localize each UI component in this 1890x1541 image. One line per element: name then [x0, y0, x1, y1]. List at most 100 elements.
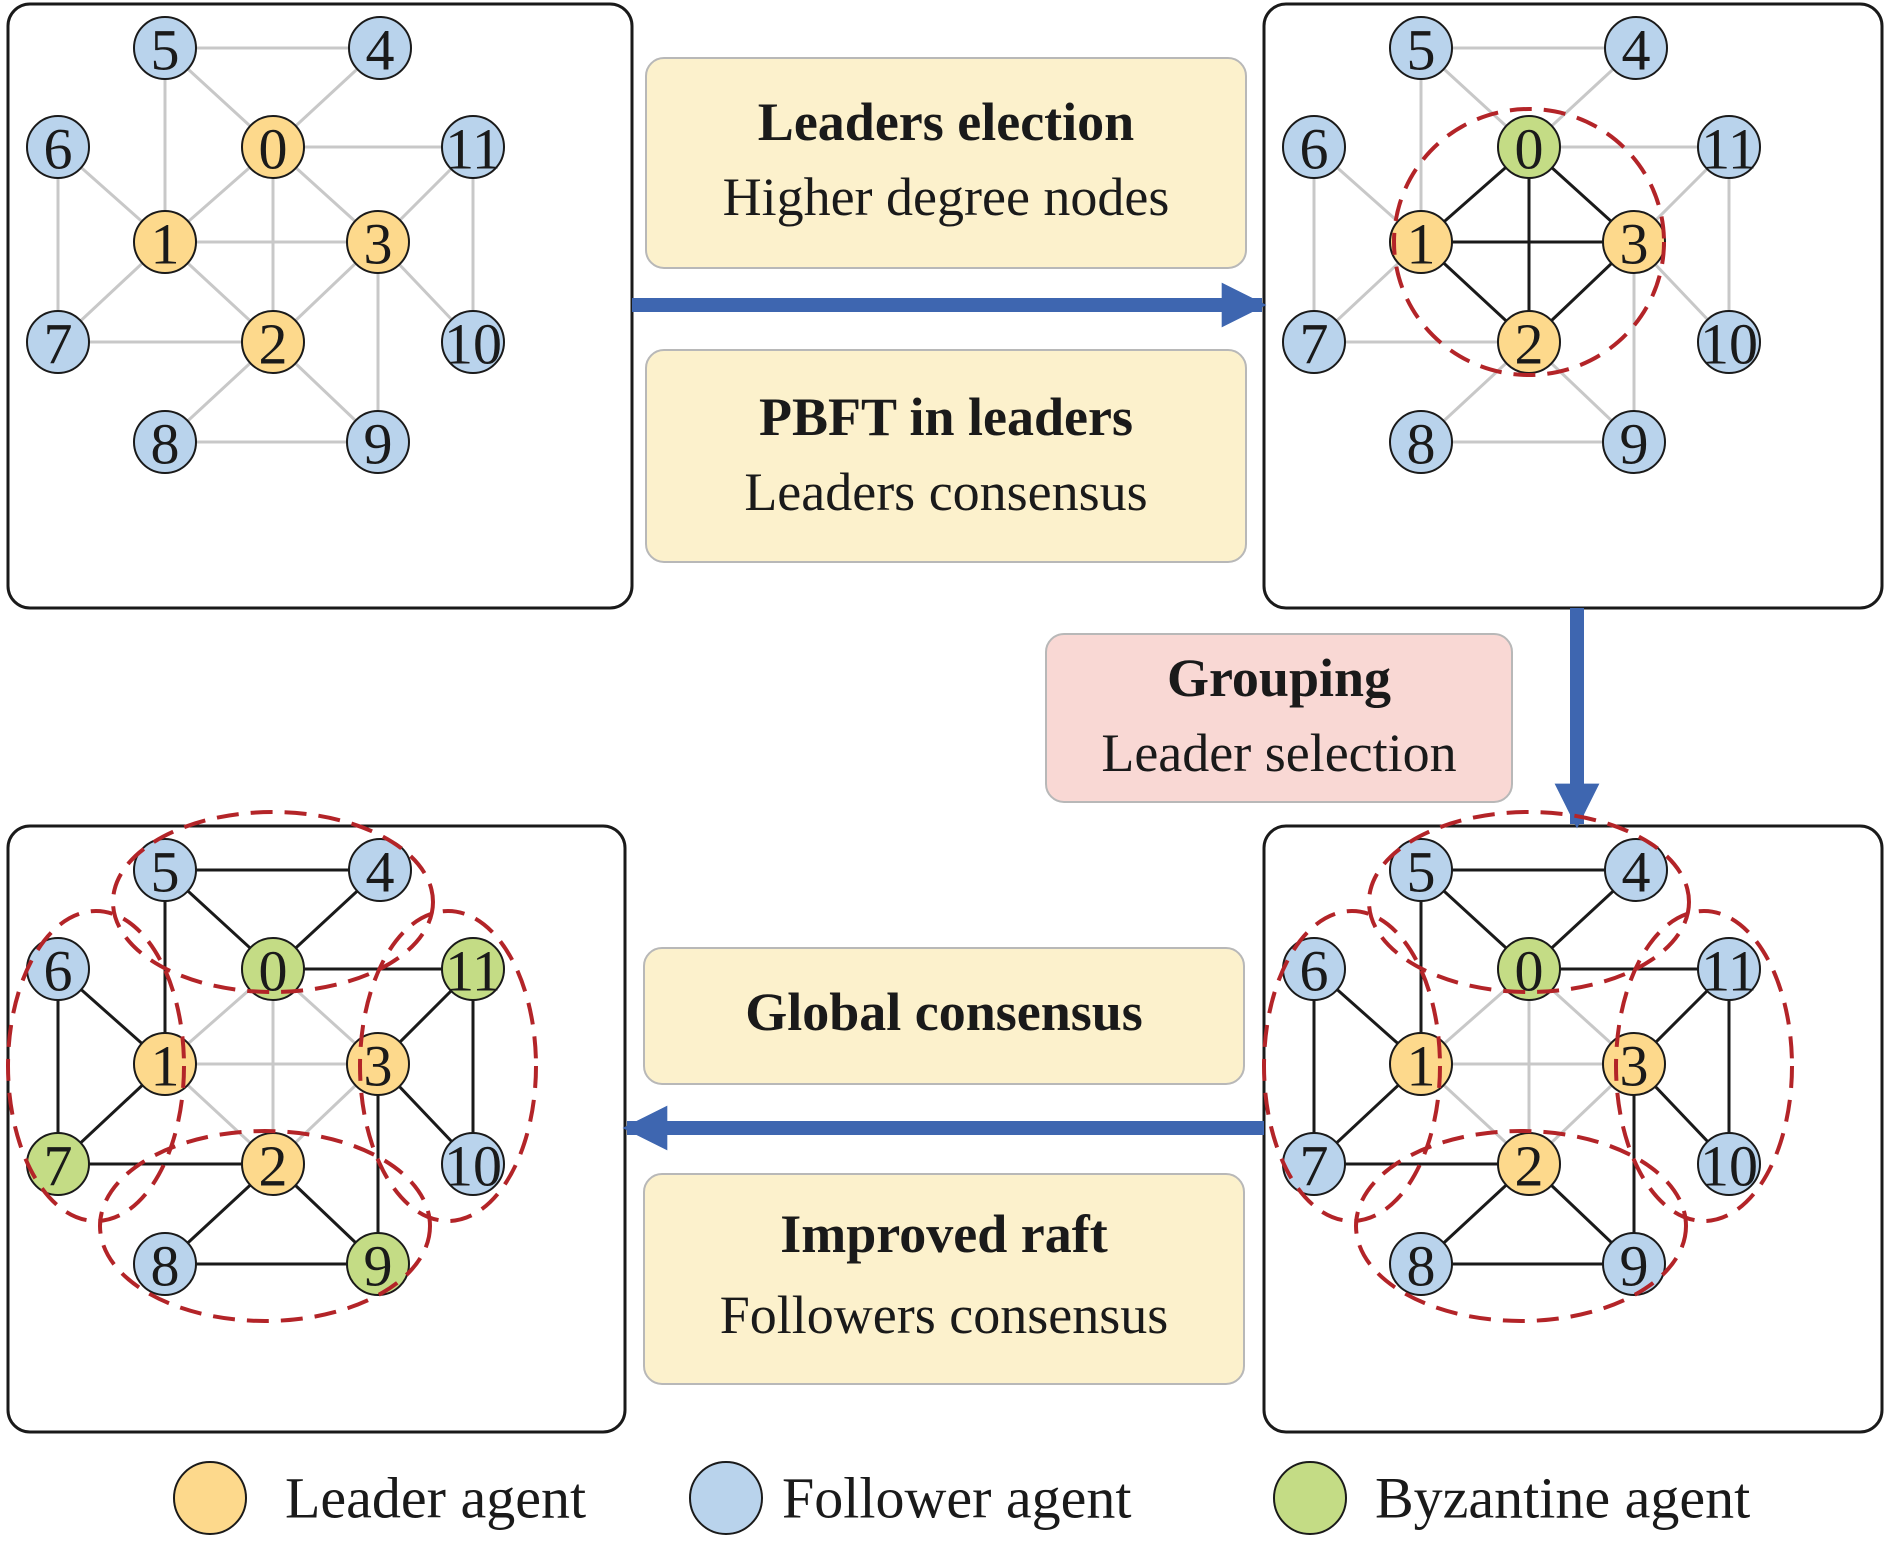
node-10: 10 [441, 310, 505, 377]
node-8: 8 [133, 1232, 197, 1299]
node-8: 8 [1389, 1232, 1453, 1299]
node-label: 11 [445, 117, 501, 182]
node-label: 2 [1515, 312, 1544, 377]
box-global-consensus: Global consensus [643, 947, 1245, 1085]
node-label: 0 [1515, 117, 1544, 182]
node-label: 6 [1300, 939, 1329, 1004]
node-11: 11 [1697, 115, 1761, 182]
node-9: 9 [346, 410, 410, 477]
node-0: 0 [1497, 115, 1561, 182]
node-circle-follower [1389, 16, 1453, 80]
node-label: 8 [1407, 412, 1436, 477]
ring-group-1 [6, 909, 186, 1223]
node-label: 5 [1407, 18, 1436, 83]
node-label: 3 [1620, 1034, 1649, 1099]
box-pbft-in-leaders-bg [645, 349, 1247, 563]
ring-group-3 [358, 909, 538, 1223]
node-label: 1 [151, 1034, 180, 1099]
ring-group-2 [98, 1129, 432, 1323]
node-7: 7 [26, 1132, 90, 1199]
node-4: 4 [348, 16, 412, 83]
node-7: 7 [1282, 310, 1346, 377]
node-label: 10 [1700, 1134, 1758, 1199]
box-grouping-bg [1045, 633, 1513, 803]
panel-frame-global-consensus [6, 824, 627, 1434]
node-5: 5 [1389, 838, 1453, 905]
panel-frame-groups-formed [1262, 824, 1884, 1434]
node-label: 6 [1300, 117, 1329, 182]
node-circle-leader [241, 310, 305, 374]
node-circle-follower [1697, 937, 1761, 1001]
node-label: 4 [1622, 840, 1651, 905]
legend-item-follower: Follower agent [689, 1461, 1132, 1535]
box-leaders-election-title: Leaders election [758, 92, 1134, 152]
node-circle-follower [1604, 838, 1668, 902]
node-label: 2 [259, 1134, 288, 1199]
node-4: 4 [1604, 838, 1668, 905]
node-circle-follower [348, 16, 412, 80]
node-circle-follower [1604, 16, 1668, 80]
node-circle-byzantine [441, 937, 505, 1001]
node-circle-byzantine [241, 937, 305, 1001]
box-grouping-title: Grouping [1167, 648, 1391, 708]
node-circle-follower [441, 1132, 505, 1196]
node-0: 0 [241, 115, 305, 182]
node-2: 2 [1497, 310, 1561, 377]
node-circle-follower [1602, 410, 1666, 474]
node-label: 11 [1701, 939, 1757, 1004]
node-8: 8 [1389, 410, 1453, 477]
node-1: 1 [133, 210, 197, 277]
node-4: 4 [348, 838, 412, 905]
box-grouping-subtitle: Leader selection [1101, 723, 1456, 783]
node-6: 6 [1282, 937, 1346, 1004]
box-leaders-election-subtitle: Higher degree nodes [723, 167, 1170, 227]
node-label: 11 [1701, 117, 1757, 182]
node-circle-follower [441, 310, 505, 374]
ring-group-3 [1614, 909, 1794, 1223]
node-6: 6 [1282, 115, 1346, 182]
node-circle-follower [1389, 410, 1453, 474]
node-label: 10 [444, 1134, 502, 1199]
node-label: 10 [1700, 312, 1758, 377]
box-leaders-election-bg [645, 57, 1247, 269]
node-label: 5 [151, 18, 180, 83]
node-label: 3 [1620, 212, 1649, 277]
legend-swatch-leader [173, 1461, 247, 1535]
panel-frame-initial-network [6, 2, 634, 610]
legend-label-follower: Follower agent [782, 1466, 1132, 1531]
box-leaders-election: Leaders election Higher degree nodes [645, 57, 1247, 269]
node-label: 9 [364, 412, 393, 477]
node-circle-follower [133, 838, 197, 902]
node-label: 8 [151, 412, 180, 477]
node-circle-byzantine [346, 1232, 410, 1296]
box-global-consensus-bg [643, 947, 1245, 1085]
node-circle-leader [133, 210, 197, 274]
node-label: 7 [44, 1134, 73, 1199]
legend-label-leader: Leader agent [285, 1466, 586, 1531]
node-circle-follower [26, 310, 90, 374]
node-label: 8 [1407, 1234, 1436, 1299]
node-circle-leader [346, 1032, 410, 1096]
node-1: 1 [1389, 210, 1453, 277]
node-circle-byzantine [1497, 937, 1561, 1001]
node-label: 4 [366, 840, 395, 905]
node-label: 11 [445, 939, 501, 1004]
node-2: 2 [1497, 1132, 1561, 1199]
node-label: 4 [1622, 18, 1651, 83]
box-improved-raft-bg [643, 1173, 1245, 1385]
node-label: 0 [259, 117, 288, 182]
box-grouping: Grouping Leader selection [1045, 633, 1513, 803]
box-improved-raft-subtitle: Followers consensus [720, 1285, 1168, 1345]
legend-swatch-byzantine [1273, 1461, 1347, 1535]
ring-leaders [1392, 107, 1666, 377]
node-label: 7 [44, 312, 73, 377]
box-pbft-in-leaders: PBFT in leaders Leaders consensus [645, 349, 1247, 563]
legend-swatch-follower [689, 1461, 763, 1535]
node-5: 5 [133, 16, 197, 83]
node-11: 11 [1697, 937, 1761, 1004]
legend-item-byzantine: Byzantine agent [1273, 1461, 1750, 1535]
node-8: 8 [133, 410, 197, 477]
node-circle-follower [133, 1232, 197, 1296]
node-label: 2 [259, 312, 288, 377]
